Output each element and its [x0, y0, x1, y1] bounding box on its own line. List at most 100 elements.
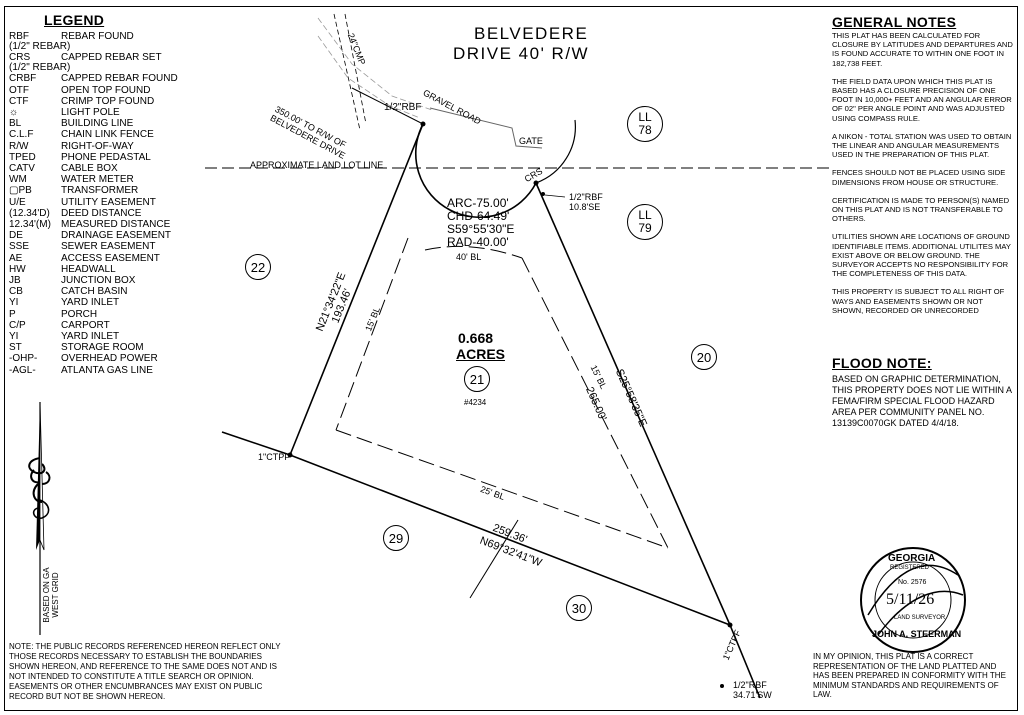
rbf-leader	[351, 87, 424, 125]
acreage-label: ACRES	[456, 346, 506, 362]
acreage-value: 0.668	[458, 330, 494, 346]
adjacent-lot-30: 30	[566, 595, 592, 621]
legend-abbr: BL	[9, 118, 22, 130]
legend-title: LEGEND	[44, 12, 105, 28]
legend-desc: CATCH BASIN	[61, 286, 128, 298]
legend-abbr: P	[9, 308, 16, 320]
certification-statement: In my opinion, this plat is a correct re…	[813, 652, 1006, 700]
legend-item: P PORCH	[9, 308, 98, 320]
legend-abbr: YI	[9, 331, 19, 342]
seal-state: GEORGIA	[888, 553, 936, 564]
legend-abbr: ▢PB	[9, 185, 32, 197]
rbf-marker-icon	[720, 684, 724, 688]
legend-item: 12.34'(M) MEASURED DISTANCE	[9, 220, 170, 230]
road-name: BELVEDERE	[474, 24, 589, 43]
legend-desc: JUNCTION BOX	[61, 275, 136, 286]
land-lot-line-label: APPROXIMATE LAND LOT LINE	[250, 160, 384, 170]
general-note: The field data upon which this plat is b…	[832, 76, 1012, 123]
rbf-bottom-label: 1/2"RBF 34.71'SW	[733, 680, 772, 700]
bl-south	[335, 429, 669, 549]
legend-item: ▢PB TRANSFORMER	[9, 186, 138, 196]
legend-desc: SEWER EASEMENT	[61, 241, 156, 253]
legend-desc: TRANSFORMER	[61, 185, 139, 197]
legend-abbr: TPED	[9, 151, 36, 163]
legend-abbr: 12.34'(M)	[9, 219, 51, 230]
gate-line	[429, 107, 543, 149]
legend-abbr: CRS	[9, 52, 31, 64]
seal-number: No. 2576	[898, 579, 927, 586]
legend-item: CATV CABLE BOX	[9, 164, 118, 174]
legend-desc: MEASURED DISTANCE	[61, 219, 171, 230]
legend-desc: DRAINAGE EASEMENT	[61, 230, 172, 242]
bl-east	[521, 257, 669, 549]
legend-abbr: JB	[9, 275, 21, 286]
legend-desc: PORCH	[61, 308, 98, 320]
legend-item: JB JUNCTION BOX	[9, 276, 135, 286]
legend-abbr: AE	[9, 252, 23, 264]
cmp-line-left	[333, 13, 361, 131]
lot-number: 21	[464, 366, 490, 392]
legend-abbr: OTF	[9, 84, 29, 96]
legend-desc: REBAR FOUND (1/2" REBAR)	[9, 31, 134, 52]
legend-abbr: ☼	[9, 107, 19, 118]
legend-desc: BUILDING LINE	[61, 118, 134, 130]
parcel-number: #4234	[464, 398, 487, 407]
general-note: Certification is made to person(s) named…	[832, 195, 1010, 224]
legend-item: (12.34'D)DEED DISTANCE	[9, 207, 142, 219]
legend-desc: DEED DISTANCE	[61, 207, 142, 219]
public-records-note: Note: The public records referenced here…	[9, 642, 281, 701]
legend-desc: RIGHT-OF-WAY	[61, 140, 134, 152]
south-boundary	[289, 454, 731, 626]
adjacent-lot-20: 20	[691, 344, 717, 370]
legend-abbr: CATV	[9, 163, 35, 174]
legend-desc: CRIMP TOP FOUND	[61, 95, 155, 107]
flood-note-text: BASED ON GRAPHIC DETERMINATION, THIS PRO…	[832, 374, 1012, 428]
rbf-marker-icon	[420, 121, 426, 127]
gravel-road-edge-bottom	[317, 35, 421, 119]
general-note: A Nikon - Total Station was used to obta…	[832, 131, 1012, 160]
seal-registered: REGISTERED	[890, 565, 930, 571]
seal-name: JOHN A. STEERMAN	[872, 629, 962, 639]
legend-desc: CAPPED REBAR FOUND	[61, 73, 178, 85]
legend-abbr: C.L.F	[9, 129, 34, 141]
legend-abbr: -AGL-	[9, 364, 36, 376]
adjacent-lot-29: 29	[383, 525, 409, 551]
road-row: DRIVE 40' R/W	[453, 44, 590, 63]
legend-desc: OVERHEAD POWER	[61, 353, 158, 365]
west-boundary	[289, 123, 424, 456]
ctpf-label-west: 1"CTPF	[258, 452, 290, 462]
legend-abbr: ST	[9, 342, 22, 354]
road-arc-east	[535, 119, 576, 184]
legend-abbr: R/W	[9, 140, 29, 152]
legend-item: AE ACCESS EASEMENT	[9, 252, 160, 264]
general-note: Fences should not be placed using side d…	[832, 168, 1006, 187]
legend-abbr: YI	[9, 297, 19, 309]
legend-desc: LIGHT POLE	[61, 107, 120, 118]
legend-abbr: DE	[9, 230, 23, 242]
legend-item: BL BUILDING LINE	[9, 119, 133, 129]
legend-desc: HEADWALL	[61, 263, 116, 275]
surveyor-seal: GEORGIA REGISTERED No. 2576 5/11/26 LAND…	[858, 545, 968, 655]
legend-abbr: C/P	[9, 319, 26, 331]
plat-border	[4, 6, 1018, 711]
cul-de-sac-arc	[414, 123, 537, 219]
rbf-offset-label: 1/2"RBF 10.8'SE	[569, 192, 603, 212]
legend-item: DE DRAINAGE EASEMENT	[9, 231, 171, 241]
legend-desc: CABLE BOX	[61, 163, 118, 174]
legend-desc: ACCESS EASEMENT	[61, 252, 160, 264]
gravel-road-edge-top	[317, 17, 433, 111]
legend-abbr: WM	[9, 174, 27, 186]
